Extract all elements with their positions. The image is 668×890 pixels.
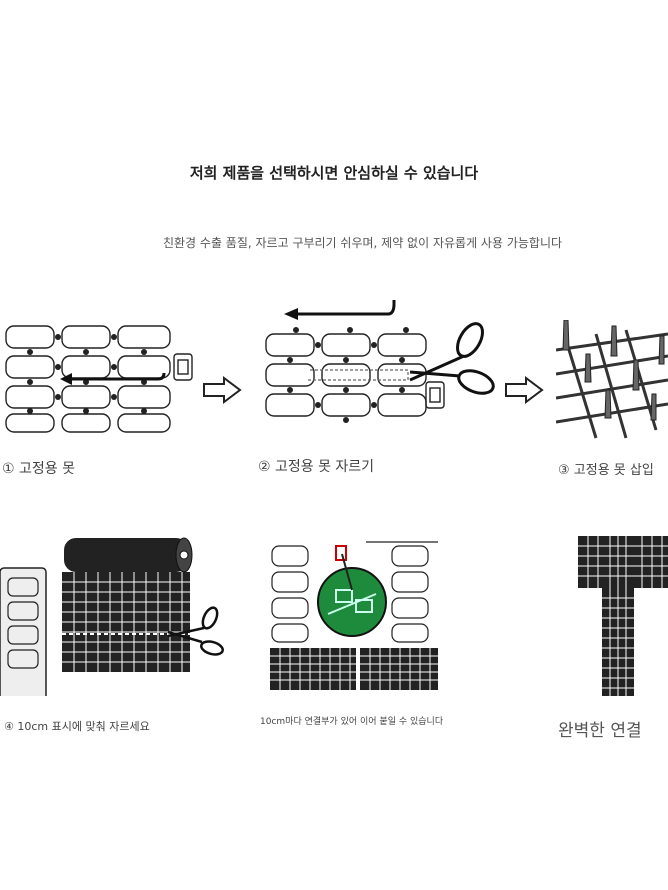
arrow-right-icon xyxy=(203,376,242,404)
arrow-right-icon xyxy=(505,376,544,404)
illustration-cut-pin xyxy=(265,300,495,423)
step-label-6: 완벽한 연결 xyxy=(558,721,642,741)
step-label-2: ② 고정용 못 자르기 xyxy=(258,459,375,475)
step-label-5: 10cm마다 연결부가 있어 이어 붙일 수 있습니다 xyxy=(260,717,444,727)
step-label-1: ① 고정용 못 xyxy=(2,461,75,477)
page-title: 저희 제품을 선택하시면 안심하실 수 있습니다 xyxy=(189,164,479,182)
illustration-perfect-connection xyxy=(578,536,668,696)
illustration-roll-cut xyxy=(0,537,224,696)
step-label-4: ④ 10cm 표시에 맞춰 자르세요 xyxy=(4,720,150,733)
page-subtitle: 친환경 수출 품질, 자르고 구부리기 쉬우며, 제약 없이 자유롭게 사용 가… xyxy=(162,236,563,250)
illustration-connector xyxy=(270,541,438,690)
illustration-insert-pin xyxy=(556,320,668,439)
scissors-icon xyxy=(409,322,495,395)
scissors-icon xyxy=(167,606,224,656)
illustration-fixing-pin xyxy=(5,325,193,433)
step-label-3: ③ 고정용 못 삽입 xyxy=(558,463,654,478)
